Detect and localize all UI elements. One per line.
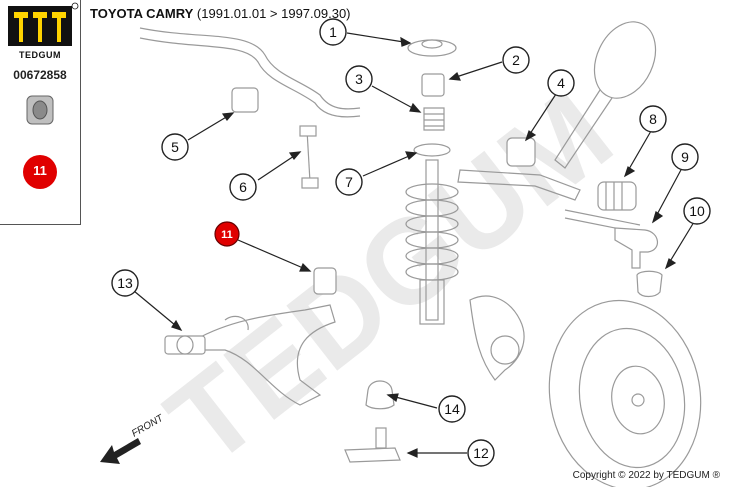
part-number: 00672858 [13,68,67,82]
svg-text:7: 7 [345,174,353,190]
watermark: TEDGUM [144,65,636,487]
callout-11[interactable]: 11 [214,221,240,247]
page-title: TOYOTA CAMRY (1991.01.01 > 1997.09.30) [90,6,351,21]
tie-rod-boot [636,270,663,298]
callout-12[interactable]: 12 [467,439,495,467]
sketch-lineart [139,21,702,487]
callout-7[interactable]: 7 [335,168,363,196]
callout-3[interactable]: 3 [345,65,373,93]
svg-text:FRONT: FRONT [130,412,166,439]
vehicle-model: TOYOTA CAMRY [90,6,194,21]
callout-14[interactable]: 14 [438,395,466,423]
svg-text:TEDGUM: TEDGUM [144,65,636,487]
ball-joint-boot [365,380,395,410]
strut-bearing [421,73,445,97]
callout-6[interactable]: 6 [229,173,257,201]
svg-text:14: 14 [444,401,460,417]
svg-text:1: 1 [329,24,337,40]
callout-10[interactable]: 10 [683,197,711,225]
highlight-badge [23,155,57,189]
svg-text:10: 10 [689,203,705,219]
steering-knuckle [469,295,525,381]
copyright-notice: Copyright © 2022 by TEDGUM ® [572,470,720,481]
callouts: 1 2 3 4 5 6 7 8 9 10 11 12 13 14 [111,18,711,467]
arrow-icon [100,438,141,464]
svg-text:12: 12 [473,445,489,461]
tedgum-logo [8,2,79,46]
brand-label: TEDGUM [19,50,61,60]
svg-text:4: 4 [557,75,565,91]
steering-column [554,89,613,169]
leader-lines [133,32,695,458]
ball-joint [344,427,401,463]
callout-8[interactable]: 8 [639,105,667,133]
spring-seat [413,143,451,157]
lower-control-arm [194,304,336,406]
callout-1[interactable]: 1 [319,18,347,46]
highlight-number: 11 [33,163,47,178]
bump-stop [423,107,445,131]
callout-9[interactable]: 9 [671,143,699,171]
svg-text:13: 13 [117,275,133,291]
front-arrow: FRONT [100,412,166,464]
callout-13[interactable]: 13 [111,269,139,297]
callout-2[interactable]: 2 [502,46,530,74]
svg-text:3: 3 [355,71,363,87]
wheel [548,299,702,487]
rack-bushing [506,137,536,167]
vehicle-years: (1991.01.01 > 1997.09.30) [196,6,351,21]
svg-text:6: 6 [239,179,247,195]
sidebar-panel: TEDGUM 00672858 11 [0,0,81,225]
part-thumbnail [26,95,54,125]
sway-bushing [231,87,259,113]
svg-text:9: 9 [681,149,689,165]
steering-rack [457,169,581,201]
stabilizer-link [306,129,311,183]
callout-4[interactable]: 4 [547,69,575,97]
svg-text:8: 8 [649,111,657,127]
rack-boot [597,181,637,211]
steering-wheel [593,21,657,99]
control-arm-bushing [313,267,337,295]
tie-rod-end [614,227,658,269]
sidebar-graphics [8,2,79,189]
shock-body [425,159,439,321]
svg-text:11: 11 [221,229,233,241]
svg-text:2: 2 [512,52,520,68]
svg-text:5: 5 [171,139,179,155]
callout-5[interactable]: 5 [161,133,189,161]
sway-bar [139,27,361,110]
